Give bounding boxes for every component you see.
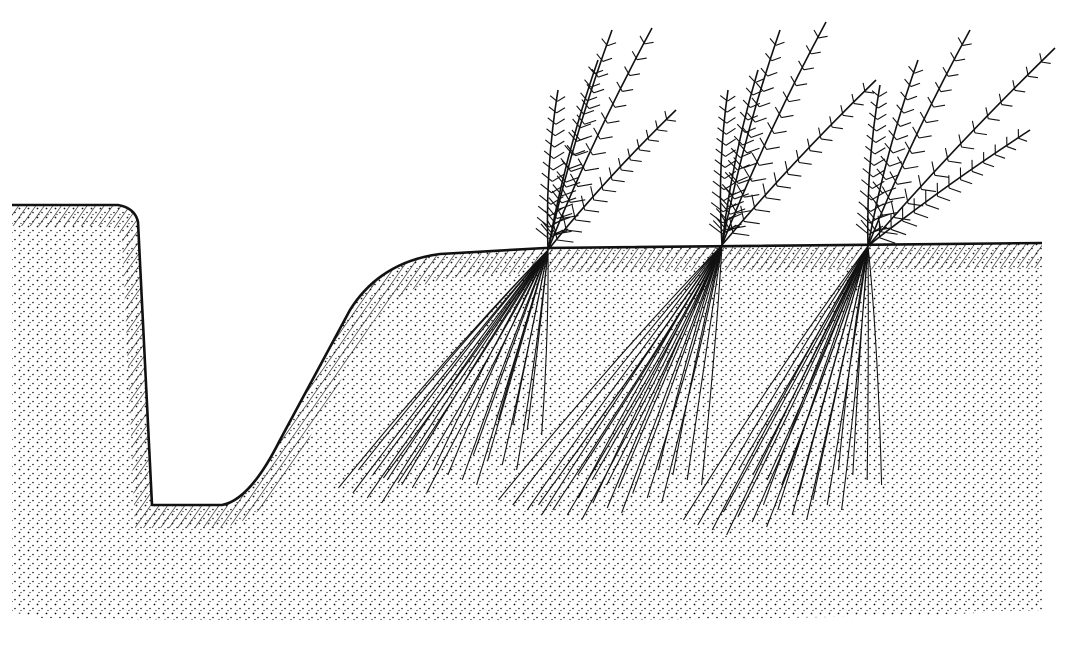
illustration xyxy=(0,0,1080,646)
planting-trench-diagram xyxy=(0,0,1080,646)
